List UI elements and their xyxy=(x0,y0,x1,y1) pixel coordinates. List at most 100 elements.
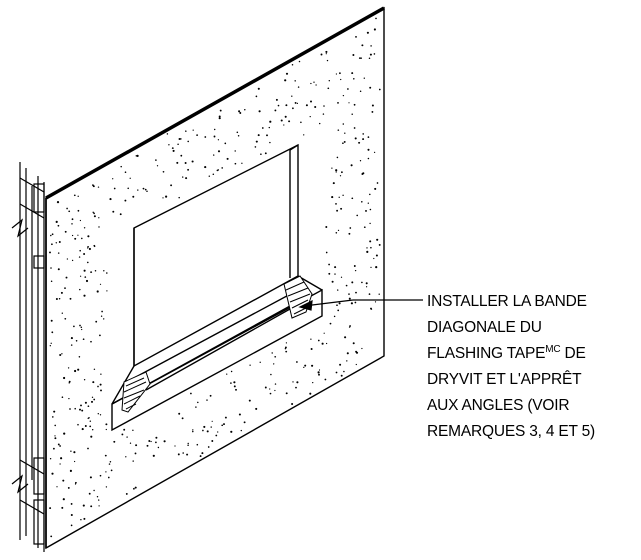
speckle xyxy=(271,352,273,354)
speckle xyxy=(192,129,194,131)
speckle xyxy=(345,284,348,287)
speckle xyxy=(77,209,80,212)
speckle xyxy=(105,486,108,488)
speckle xyxy=(64,230,67,233)
speckle xyxy=(90,340,92,343)
speckle xyxy=(79,408,81,411)
speckle xyxy=(312,381,314,384)
speckle xyxy=(348,102,350,104)
speckle xyxy=(78,256,81,258)
speckle xyxy=(244,109,246,111)
speckle xyxy=(284,115,287,118)
speckle xyxy=(360,57,362,59)
speckle xyxy=(274,355,277,358)
speckle xyxy=(333,315,336,318)
speckle xyxy=(61,312,63,314)
speckle xyxy=(374,301,377,303)
speckle xyxy=(90,435,93,438)
callout-line-1: INSTALLER LA BANDE xyxy=(427,293,587,310)
speckle xyxy=(84,401,87,404)
speckle xyxy=(51,472,54,475)
callout-line-2: DIAGONALE DU xyxy=(427,319,542,336)
speckle xyxy=(83,253,86,255)
speckle xyxy=(353,265,356,267)
speckle xyxy=(83,294,86,297)
speckle xyxy=(184,162,187,164)
speckle xyxy=(226,157,229,160)
callout-line-3: FLASHING TAPEMC DE xyxy=(427,341,637,367)
speckle xyxy=(87,247,89,249)
speckle xyxy=(74,483,77,485)
speckle xyxy=(156,165,159,167)
speckle xyxy=(90,505,93,508)
speckle xyxy=(363,226,366,229)
speckle xyxy=(196,443,199,446)
speckle xyxy=(326,59,329,62)
speckle xyxy=(349,325,351,327)
speckle xyxy=(99,334,101,337)
callout-leader xyxy=(298,299,423,311)
speckle xyxy=(238,110,241,113)
speckle xyxy=(269,392,272,395)
speckle xyxy=(77,423,79,426)
speckle xyxy=(351,197,354,200)
speckle xyxy=(55,297,58,301)
speckle xyxy=(94,269,97,272)
speckle xyxy=(285,350,288,353)
speckle xyxy=(361,173,364,175)
speckle xyxy=(341,171,343,174)
speckle xyxy=(85,279,89,283)
speckle xyxy=(258,110,261,113)
speckle xyxy=(217,150,221,153)
speckle xyxy=(354,301,357,304)
speckle xyxy=(190,392,192,395)
speckle xyxy=(96,290,99,293)
speckle xyxy=(349,227,352,229)
speckle xyxy=(51,331,54,334)
speckle xyxy=(208,175,211,177)
speckle xyxy=(291,64,294,66)
speckle xyxy=(202,429,204,432)
speckle xyxy=(135,444,138,447)
speckle xyxy=(217,431,219,433)
speckle xyxy=(69,297,72,300)
speckle xyxy=(255,95,258,98)
speckle xyxy=(234,162,237,165)
speckle xyxy=(178,138,181,140)
speckle xyxy=(288,120,291,123)
speckle xyxy=(206,430,209,433)
speckle xyxy=(339,175,342,177)
speckle xyxy=(257,134,260,137)
speckle xyxy=(134,452,137,455)
speckle xyxy=(355,363,357,366)
speckle xyxy=(344,132,346,134)
speckle xyxy=(126,436,128,438)
speckle xyxy=(269,141,271,144)
speckle xyxy=(361,347,363,350)
speckle xyxy=(73,451,76,454)
speckle xyxy=(49,507,52,510)
speckle xyxy=(82,338,85,341)
speckle xyxy=(336,156,339,159)
speckle xyxy=(255,407,258,410)
speckle xyxy=(335,171,337,173)
speckle xyxy=(285,342,288,344)
speckle xyxy=(340,374,343,377)
speckle xyxy=(199,455,202,458)
speckle xyxy=(98,226,100,228)
speckle xyxy=(268,126,270,129)
speckle xyxy=(68,397,70,400)
callout-line-3-text: FLASHING TAPE xyxy=(427,345,546,362)
speckle xyxy=(56,201,60,204)
speckle xyxy=(137,189,139,191)
speckle xyxy=(119,213,122,216)
speckle xyxy=(134,486,137,489)
speckle xyxy=(70,524,73,527)
speckle xyxy=(331,280,334,283)
speckle xyxy=(57,443,60,446)
speckle xyxy=(106,290,108,292)
speckle xyxy=(75,340,78,342)
speckle xyxy=(70,450,72,452)
speckle xyxy=(254,146,257,148)
speckle xyxy=(234,150,236,152)
